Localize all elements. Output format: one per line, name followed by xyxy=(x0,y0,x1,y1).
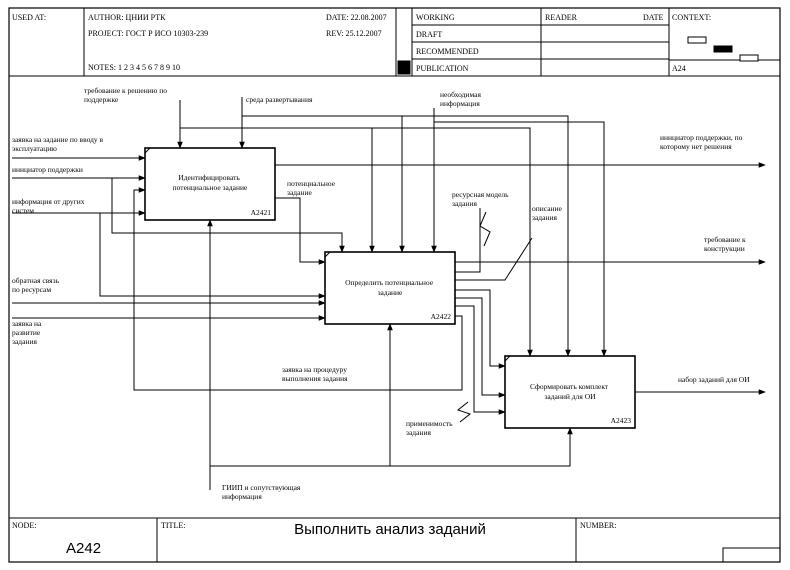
box-a2422-title-text: Определить потенциальное xyxy=(345,278,434,287)
page-frame xyxy=(8,7,781,563)
footer-number-label: NUMBER: xyxy=(580,521,616,530)
arrow-a2422-to-a2423-1 xyxy=(455,289,506,369)
arrow-gip-a2423 xyxy=(210,427,573,467)
footer-node-value: A242 xyxy=(66,540,101,557)
context-box-3 xyxy=(739,54,759,62)
box-a2423-title: Сформировать комплект заданий для ОИ xyxy=(530,382,610,401)
box-a2421-title-text-line: потенциальное задание xyxy=(173,183,248,192)
author: AUTHOR: ЦНИИ РТК xyxy=(88,13,166,22)
arrow-support-initiator-to-a2422 xyxy=(111,178,345,253)
activity-box-a2423[interactable] xyxy=(504,355,636,429)
box-a2421-title-text: Идентифицировать xyxy=(178,173,240,182)
label-support-initiator: инициатор поддержки xyxy=(12,165,83,174)
arrow-procedure-request xyxy=(133,187,463,391)
context-box-1 xyxy=(687,36,707,44)
arrow-task-description xyxy=(455,237,533,281)
footer-title-value: Выполнить анализ заданий xyxy=(294,521,486,538)
box-a2421-node: A2421 xyxy=(251,208,272,217)
context-node: A24 xyxy=(672,64,686,73)
footer-corner-box xyxy=(722,547,781,563)
status-working: WORKING xyxy=(416,13,455,22)
activity-box-a2422[interactable] xyxy=(324,251,456,325)
project: PROJECT: ГОСТ Р ИСО 10303-239 xyxy=(88,29,208,38)
box-a2422-node: A2422 xyxy=(431,312,452,321)
footer xyxy=(9,517,781,563)
arrow-potential-task xyxy=(275,197,326,265)
arrow-a2422-to-a2423-3 xyxy=(455,305,506,415)
label-deploy-env: среда развертывания xyxy=(246,95,313,104)
status-recommended: RECOMMENDED xyxy=(416,47,479,56)
box-a2423-title-text: Сформировать комплект xyxy=(530,382,609,391)
squiggle-resource-model xyxy=(479,211,491,247)
publication-mark xyxy=(397,60,411,75)
box-a2422-title-text-line: задание xyxy=(378,288,403,297)
arrow-resource-model xyxy=(455,208,481,273)
box-a2423-title-text-line: заданий для ОИ xyxy=(544,392,596,401)
box-a2421-title: Идентифицировать потенциальное задание xyxy=(173,173,248,192)
context-label: CONTEXT: xyxy=(672,13,711,22)
notes: NOTES: 1 2 3 4 5 6 7 8 9 10 xyxy=(88,63,180,72)
header xyxy=(9,8,780,77)
box-corner-marks xyxy=(144,147,511,362)
box-a2422-title: Определить потенциальное задание xyxy=(345,278,435,297)
box-a2423-node: A2423 xyxy=(611,416,632,425)
reader-label: READER xyxy=(545,13,578,22)
status-publication: PUBLICATION xyxy=(416,64,469,73)
footer-node-label: NODE: xyxy=(12,521,36,530)
arrow-info-other-to-a2422 xyxy=(99,213,326,299)
arrow-req-support-a2423 xyxy=(372,127,533,357)
date: DATE: 22.08.2007 xyxy=(326,13,387,22)
label-task-set: набор заданий для ОИ xyxy=(678,375,750,384)
arrow-deploy-env-a2423 xyxy=(402,115,571,357)
arrow-needed-info-a2423 xyxy=(434,121,607,357)
activity-box-a2421[interactable] xyxy=(144,147,276,221)
used-at-label: USED AT: xyxy=(12,13,46,22)
status-draft: DRAFT xyxy=(416,30,442,39)
squiggle-applicability xyxy=(456,401,472,423)
footer-title-label: TITLE: xyxy=(161,521,185,530)
rev: REV: 25.12.2007 xyxy=(326,29,382,38)
reader-date-label: DATE xyxy=(643,13,664,22)
context-box-2 xyxy=(713,45,733,53)
arrow-a2422-to-a2423-2 xyxy=(455,297,506,398)
